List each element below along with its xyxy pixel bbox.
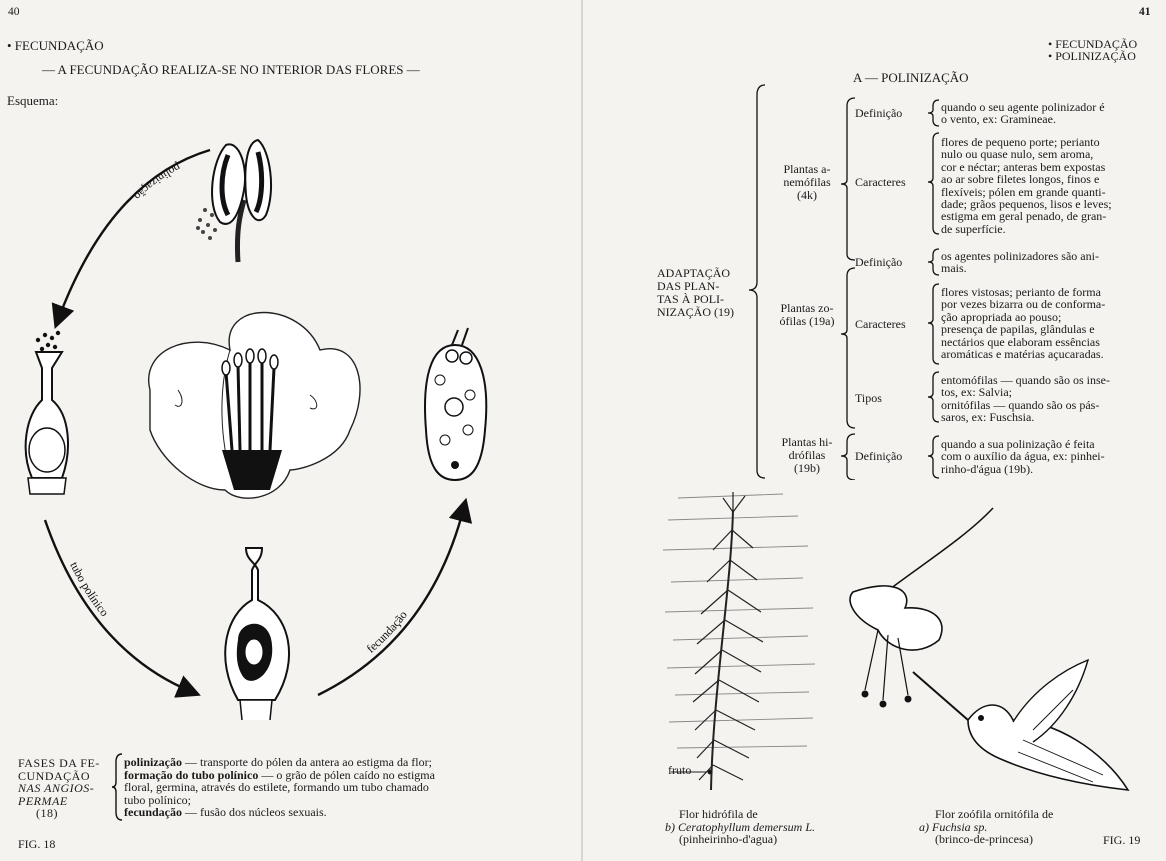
- fuchsia-hummingbird-drawing: [850, 508, 1128, 790]
- root-label: ADAPTAÇÃO DAS PLAN- TAS À POLI- NIZAÇÃO …: [657, 267, 734, 319]
- pollination-label: polinização: [131, 160, 183, 203]
- fertilization-arrow: [318, 507, 464, 695]
- right-page: 41 • FECUNDAÇÃO • POLINIZAÇÃO A — POLINI…: [583, 0, 1166, 861]
- pollination-arrow: [58, 150, 210, 320]
- flower-drawing: [149, 313, 360, 499]
- row-label: Definição: [855, 107, 902, 120]
- row-label: Caracteres: [855, 318, 906, 331]
- pistil-pollinated-drawing: [26, 331, 68, 494]
- svg-text:polinização: polinização: [131, 160, 183, 203]
- legend-items: polinização — transporte do pólen da ant…: [124, 756, 435, 819]
- row-label: Definição: [855, 450, 902, 463]
- figure-label: FIG. 19: [1103, 833, 1140, 848]
- description-block: quando o seu agente polinizador é o vent…: [941, 101, 1105, 126]
- group-anemophilous: Plantas a- nemófilas (4k): [767, 163, 847, 202]
- left-page: 40 • FECUNDAÇÃO — A FECUNDAÇÃO REALIZA-S…: [0, 0, 583, 861]
- ceratophyllum-drawing: [663, 492, 815, 790]
- legend-title: FASES DA FE- CUNDAÇÃO NAS ANGIOS- PERMAE…: [18, 757, 113, 820]
- pollen-tube-arrow: [45, 520, 192, 692]
- row-label: Caracteres: [855, 176, 906, 189]
- row-label: Tipos: [855, 392, 882, 405]
- fruit-label: fruto: [668, 764, 691, 777]
- caption-hydrophilous: Flor hidrófila de b) Ceratophyllum demer…: [665, 808, 815, 846]
- description-block: os agentes polinizadores são ani- mais.: [941, 250, 1099, 275]
- group-zoophilous: Plantas zo- ófilas (19a): [767, 302, 847, 328]
- caption-zoophilous: Flor zoófila ornitófila de a) Fuchsia sp…: [919, 808, 1053, 846]
- legend-brace: [112, 752, 124, 822]
- description-block: entomófilas — quando são os inse- tos, e…: [941, 374, 1110, 424]
- group-hydrophilous: Plantas hi- drófilas (19b): [767, 436, 847, 475]
- fertilization-diagram: polinização tubo polínico fecundação: [0, 0, 583, 720]
- description-block: quando a sua polinização é feita com o a…: [941, 438, 1105, 475]
- anther-drawing: [196, 140, 271, 262]
- figure-label: FIG. 18: [18, 837, 55, 852]
- row-label: Definição: [855, 256, 902, 269]
- description-block: flores de pequeno porte; perianto nulo o…: [941, 136, 1112, 235]
- embryo-sac-drawing: [425, 328, 486, 480]
- description-block: flores vistosas; perianto de forma por v…: [941, 286, 1105, 360]
- ovary-drawing: [225, 548, 289, 720]
